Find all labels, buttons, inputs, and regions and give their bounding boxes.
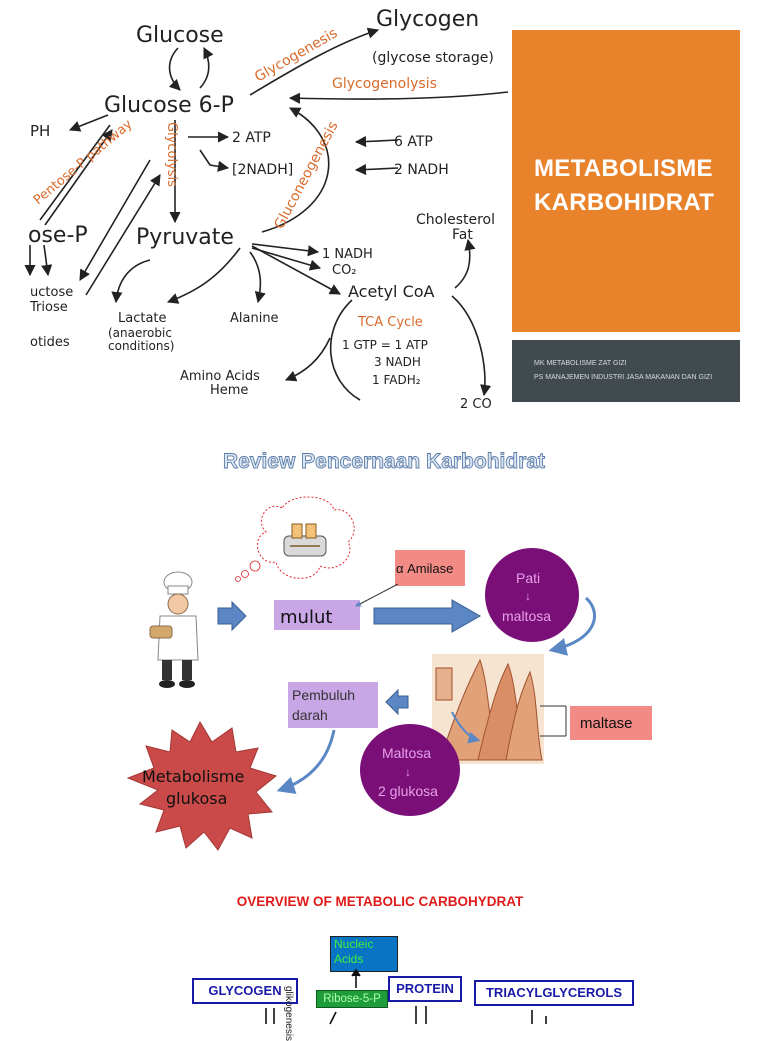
triose-label: Triose <box>29 300 68 315</box>
glukosa2-label: 2 glukosa <box>378 783 438 799</box>
pati-label: Pati <box>516 570 540 586</box>
chef-icon <box>149 571 199 688</box>
metab-line1: Metabolisme <box>142 767 244 786</box>
conditions-label: conditions) <box>108 339 174 353</box>
anaerobic-label: (anaerobic <box>108 326 172 340</box>
slide-title-line1: METABOLISME <box>534 155 713 182</box>
glycogen-box: GLYCOGEN <box>192 978 298 1004</box>
nucleic-line2: Acids <box>334 952 364 966</box>
nadh2-bracket-label: [2NADH] <box>232 162 293 178</box>
maltosa-label: maltosa <box>502 608 551 624</box>
amilase-label: α Amilase <box>396 561 453 576</box>
digestion-diagram: mulut α Amilase Pati ↓ maltosa maltase P… <box>126 496 652 851</box>
pembuluh-darah-box <box>288 682 378 728</box>
triacyl-label: TRIACYLGLYCEROLS <box>485 985 623 1000</box>
glycolysis-label: Glycolysis <box>164 122 179 187</box>
intestine-villi-image <box>432 654 544 764</box>
acetyl-coa-label: Acetyl CoA <box>348 282 435 301</box>
gtp-label: 1 GTP = 1 ATP <box>342 338 428 352</box>
metab-line2: glukosa <box>166 789 227 808</box>
glycogenesis-label: Glycogenesis <box>252 25 340 85</box>
pembuluh-line2: darah <box>292 707 328 723</box>
atp6-label: 6 ATP <box>394 134 433 150</box>
title-panel: METABOLISME KARBOHIDRAT <box>512 30 740 332</box>
metabolisme-glukosa-star <box>126 720 278 851</box>
co2-label: CO₂ <box>332 263 357 278</box>
glycose-storage-label: (glycose storage) <box>372 50 494 66</box>
slide-title: METABOLISME KARBOHIDRAT <box>534 152 734 220</box>
amilase-box <box>395 550 465 586</box>
nadh1-label: 1 NADH <box>322 247 373 262</box>
overview-title: OVERVIEW OF METABOLIC CARBOHYDRAT <box>236 894 524 909</box>
carbohydrate-metabolism-pathway-diagram: Glucose Glycogen (glycose storage) Glyco… <box>24 7 509 410</box>
slide-title-line2: KARBOHIDRAT <box>534 189 715 216</box>
heme-label: Heme <box>210 383 248 398</box>
protein-label: PROTEIN <box>396 981 454 996</box>
nucleic-line1: Nucleic <box>334 937 374 951</box>
pyruvate-label: Pyruvate <box>136 225 234 250</box>
fat-label: Fat <box>452 227 473 243</box>
down-arrow-icon: ↓ <box>525 589 531 603</box>
otides-label: otides <box>30 335 70 350</box>
mulut-label: mulut <box>280 607 332 628</box>
course-name: MK METABOLISME ZAT GIZI <box>534 360 627 367</box>
nucleic-acids-box: Nucleic Acids <box>330 936 398 972</box>
thought-cloud-toaster-icon <box>235 496 355 582</box>
ribose-label: Ribose-5-P <box>323 993 381 1005</box>
tca-cycle-label: TCA Cycle <box>357 315 423 330</box>
nadh2-label: 2 NADH <box>394 162 449 178</box>
down-arrow-icon: ↓ <box>405 765 411 779</box>
pembuluh-line1: Pembuluh <box>292 687 355 703</box>
overview-connectors <box>265 968 547 1025</box>
right-arrow-1 <box>217 600 247 632</box>
glucose-label: Glucose <box>136 23 224 48</box>
slide-metabolisme-karbohidrat: Glucose Glycogen (glycose storage) Glyco… <box>0 0 768 410</box>
uctose-label: uctose <box>30 285 73 300</box>
co2-cut-label: 2 CO <box>460 397 492 410</box>
ph-label: PH <box>30 122 50 140</box>
lactate-label: Lactate <box>118 311 167 326</box>
right-arrow-2 <box>373 599 482 633</box>
maltase-box <box>570 706 652 740</box>
course-info-panel: MK METABOLISME ZAT GIZI PS MANAJEMEN IND… <box>512 340 740 402</box>
maltosa-glukosa-circle <box>360 724 460 816</box>
glycogenolysis-label: Glycogenolysis <box>332 76 437 92</box>
amino-acids-label: Amino Acids <box>180 369 260 384</box>
glycogen-label: Glycogen <box>376 7 479 32</box>
glycogen-label: GLYCOGEN <box>208 983 282 998</box>
pati-circle <box>485 548 579 642</box>
program-name: PS MANAJEMEN INDUSTRI JASA MAKANAN DAN G… <box>534 374 713 381</box>
triacylglycerols-box: TRIACYLGLYCEROLS <box>474 980 634 1006</box>
fadh-label: 1 FADH₂ <box>372 373 421 387</box>
mulut-box <box>274 600 360 630</box>
left-arrow <box>385 688 409 716</box>
ribose-5-p-box: Ribose-5-P <box>316 990 388 1008</box>
maltase-label: maltase <box>580 715 633 732</box>
nadh3-label: 3 NADH <box>374 355 421 369</box>
alanine-label: Alanine <box>230 311 279 326</box>
review-title: Review Pencernaan Karbohidrat <box>222 450 546 474</box>
atp2-label: 2 ATP <box>232 130 271 146</box>
protein-box: PROTEIN <box>388 976 462 1002</box>
cholesterol-label: Cholesterol <box>416 212 495 228</box>
ose-p-label: ose-P <box>28 223 88 248</box>
maltosa2-label: Maltosa <box>382 745 431 761</box>
glucose6p-label: Glucose 6-P <box>104 93 234 118</box>
